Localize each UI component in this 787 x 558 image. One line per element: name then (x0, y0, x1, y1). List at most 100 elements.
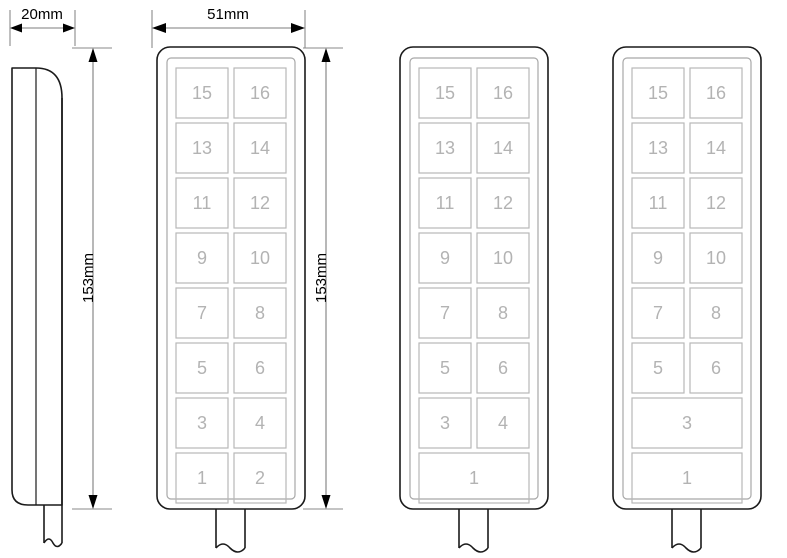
key-3-wide[interactable] (631, 397, 743, 449)
key-11[interactable] (418, 177, 472, 229)
dimension-51mm-label: 51mm (207, 6, 249, 23)
key-12-label: 12 (706, 193, 726, 213)
key-12-label: 12 (250, 193, 270, 213)
dimension-153mm-right: 153mm (303, 47, 343, 510)
dimension-153mm-left: 153mm (72, 47, 112, 510)
key-9-label: 9 (440, 248, 450, 268)
dimension-20mm-label: 20mm (21, 6, 63, 23)
key-14-label: 14 (493, 138, 513, 158)
key-15[interactable] (418, 67, 472, 119)
key-14-label: 14 (706, 138, 726, 158)
key-12[interactable] (476, 177, 530, 229)
key-12[interactable] (689, 177, 743, 229)
key-11-label: 11 (193, 193, 212, 213)
key-13-label: 13 (435, 138, 455, 158)
dimension-153mm-left-label: 153mm (80, 253, 97, 303)
key-6[interactable] (689, 342, 743, 394)
key-15-label: 15 (435, 83, 455, 103)
key-11-label: 11 (649, 193, 668, 213)
key-10[interactable] (476, 232, 530, 284)
key-14[interactable] (689, 122, 743, 174)
key-5[interactable] (175, 342, 229, 394)
key-15[interactable] (175, 67, 229, 119)
key-9-label: 9 (653, 248, 663, 268)
key-4-label: 4 (255, 413, 265, 433)
key-12-label: 12 (493, 193, 513, 213)
key-3-label: 3 (440, 413, 450, 433)
key-5[interactable] (418, 342, 472, 394)
key-6-label: 6 (711, 358, 721, 378)
key-8[interactable] (476, 287, 530, 339)
key-5-label: 5 (440, 358, 450, 378)
key-16[interactable] (233, 67, 287, 119)
key-12[interactable] (233, 177, 287, 229)
key-7[interactable] (175, 287, 229, 339)
key-3[interactable] (418, 397, 472, 449)
key-1[interactable] (175, 452, 229, 504)
key-3[interactable] (175, 397, 229, 449)
key-9[interactable] (418, 232, 472, 284)
key-8[interactable] (233, 287, 287, 339)
key-6-label: 6 (255, 358, 265, 378)
key-8-label: 8 (498, 303, 508, 323)
key-13-label: 13 (648, 138, 668, 158)
key-1-wide[interactable] (418, 452, 530, 504)
dimension-20mm: 20mm (9, 6, 76, 46)
key-1-wide-label: 1 (682, 468, 692, 488)
key-6[interactable] (233, 342, 287, 394)
key-8-label: 8 (711, 303, 721, 323)
key-11[interactable] (175, 177, 229, 229)
key-3-wide-label: 3 (682, 413, 692, 433)
key-15[interactable] (631, 67, 685, 119)
key-15-label: 15 (192, 83, 212, 103)
front-view-16-key: 15 16 13 14 11 12 9 10 7 8 5 (156, 46, 306, 553)
key-10-label: 10 (493, 248, 513, 268)
key-9-label: 9 (197, 248, 207, 268)
key-10[interactable] (233, 232, 287, 284)
key-5-label: 5 (653, 358, 663, 378)
key-1-wide[interactable] (631, 452, 743, 504)
key-16-label: 16 (706, 83, 726, 103)
key-16-label: 16 (493, 83, 513, 103)
dimension-153mm-right-label: 153mm (313, 253, 330, 303)
key-14[interactable] (233, 122, 287, 174)
key-4[interactable] (476, 397, 530, 449)
key-16[interactable] (476, 67, 530, 119)
key-7-label: 7 (440, 303, 450, 323)
key-16-label: 16 (250, 83, 270, 103)
key-8-label: 8 (255, 303, 265, 323)
key-10-label: 10 (706, 248, 726, 268)
key-11-label: 11 (436, 193, 455, 213)
front-view-15-key: 15 16 13 14 11 12 9 10 7 8 5 (399, 46, 549, 553)
key-13[interactable] (418, 122, 472, 174)
key-4[interactable] (233, 397, 287, 449)
key-14-label: 14 (250, 138, 270, 158)
key-9[interactable] (175, 232, 229, 284)
key-14[interactable] (476, 122, 530, 174)
key-7[interactable] (631, 287, 685, 339)
key-13[interactable] (631, 122, 685, 174)
key-15-label: 15 (648, 83, 668, 103)
key-13-label: 13 (192, 138, 212, 158)
key-4-label: 4 (498, 413, 508, 433)
dimension-51mm: 51mm (151, 6, 306, 48)
side-profile-view (11, 67, 63, 548)
key-1-label: 1 (197, 468, 207, 488)
key-7[interactable] (418, 287, 472, 339)
key-5[interactable] (631, 342, 685, 394)
key-10[interactable] (689, 232, 743, 284)
front-view-14-key: 15 16 13 14 11 12 9 10 7 8 5 (612, 46, 762, 553)
key-10-label: 10 (250, 248, 270, 268)
key-13[interactable] (175, 122, 229, 174)
key-1-wide-label: 1 (469, 468, 479, 488)
key-2[interactable] (233, 452, 287, 504)
key-6[interactable] (476, 342, 530, 394)
key-9[interactable] (631, 232, 685, 284)
key-6-label: 6 (498, 358, 508, 378)
key-7-label: 7 (197, 303, 207, 323)
key-11[interactable] (631, 177, 685, 229)
key-8[interactable] (689, 287, 743, 339)
key-16[interactable] (689, 67, 743, 119)
